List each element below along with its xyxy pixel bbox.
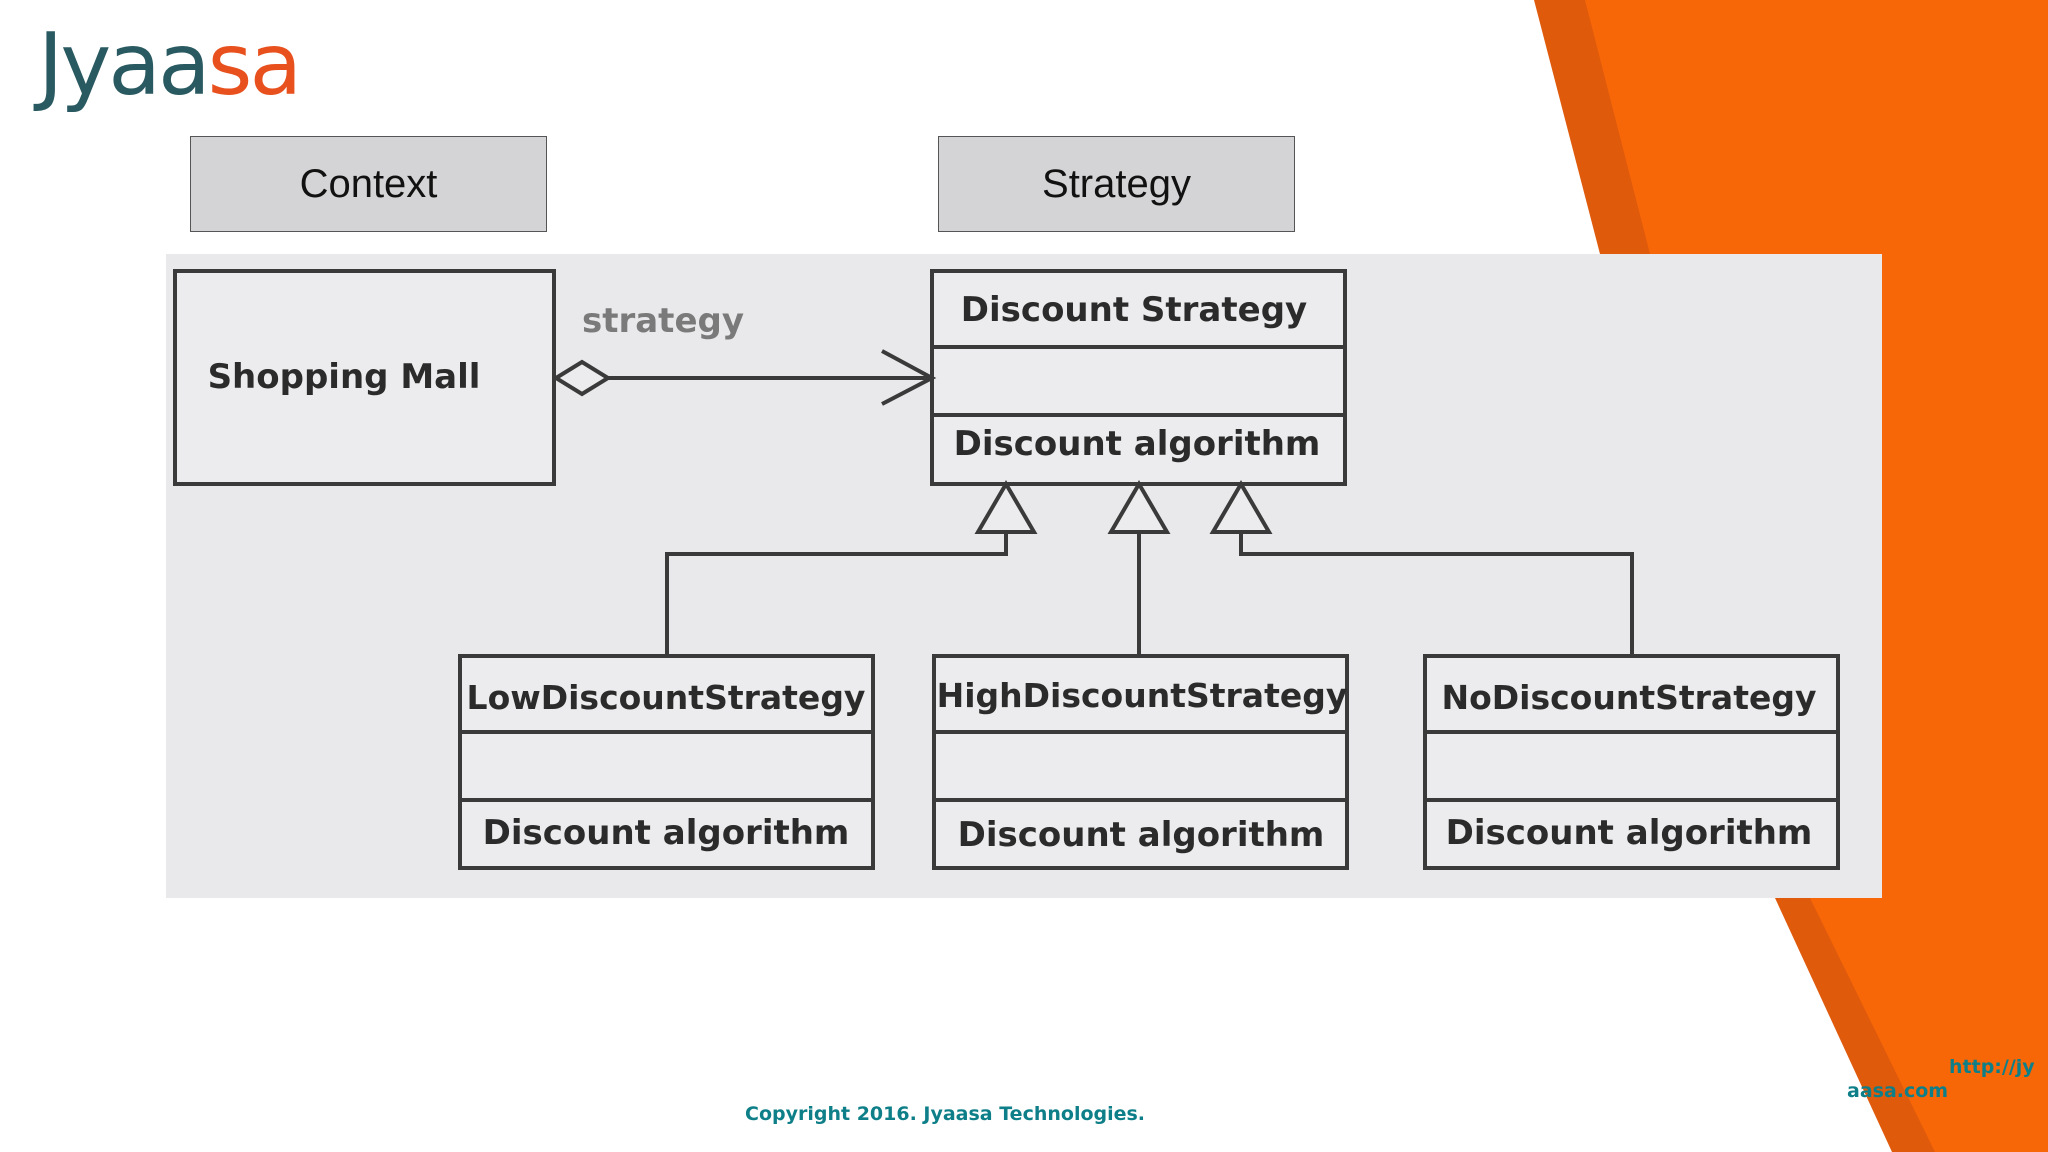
high-discount-class-box <box>932 654 1349 870</box>
aggregation-diamond-shape <box>552 359 612 397</box>
generalization-triangle-no <box>1209 480 1273 534</box>
generalization-triangle-high <box>1107 480 1171 534</box>
logo-text-main: Jyaa <box>38 15 211 115</box>
low-discount-name: LowDiscountStrategy <box>467 678 866 717</box>
low-discount-method: Discount algorithm <box>483 813 850 853</box>
generalization-triangle-low <box>974 480 1038 534</box>
no-discount-method: Discount algorithm <box>1446 813 1813 853</box>
discount-strategy-name: Discount Strategy <box>961 290 1307 330</box>
shopping-mall-class-box <box>173 269 556 486</box>
discount-strategy-method: Discount algorithm <box>954 424 1321 464</box>
high-discount-method: Discount algorithm <box>958 815 1325 855</box>
copyright-text: Copyright 2016. Jyaasa Technologies. <box>745 1103 1146 1125</box>
website-url-line1[interactable]: http://jy <box>1949 1056 2035 1078</box>
uml-diagram-panel: Shopping Mall strategy Discount Strategy… <box>166 254 1882 898</box>
jyaasa-logo: Jyaasa <box>38 22 302 108</box>
website-url-line2[interactable]: aasa.com <box>1847 1080 1949 1102</box>
strategy-label: Strategy <box>1042 161 1191 206</box>
high-discount-name: HighDiscountStrategy <box>937 676 1348 715</box>
no-discount-class-box <box>1423 654 1840 870</box>
no-discount-name: NoDiscountStrategy <box>1441 678 1816 717</box>
context-label: Context <box>299 161 438 206</box>
association-arrowhead <box>881 349 937 406</box>
strategy-label-box: Strategy <box>938 136 1295 232</box>
shopping-mall-label: Shopping Mall <box>208 357 481 397</box>
low-discount-class-box <box>458 654 875 870</box>
inheritance-line-low <box>665 532 1008 656</box>
context-label-box: Context <box>190 136 547 232</box>
logo-text-accent: sa <box>207 15 302 115</box>
association-label: strategy <box>582 301 744 341</box>
uml-diagram: Shopping Mall strategy Discount Strategy… <box>173 269 1840 870</box>
inheritance-line-no <box>1239 532 1634 656</box>
